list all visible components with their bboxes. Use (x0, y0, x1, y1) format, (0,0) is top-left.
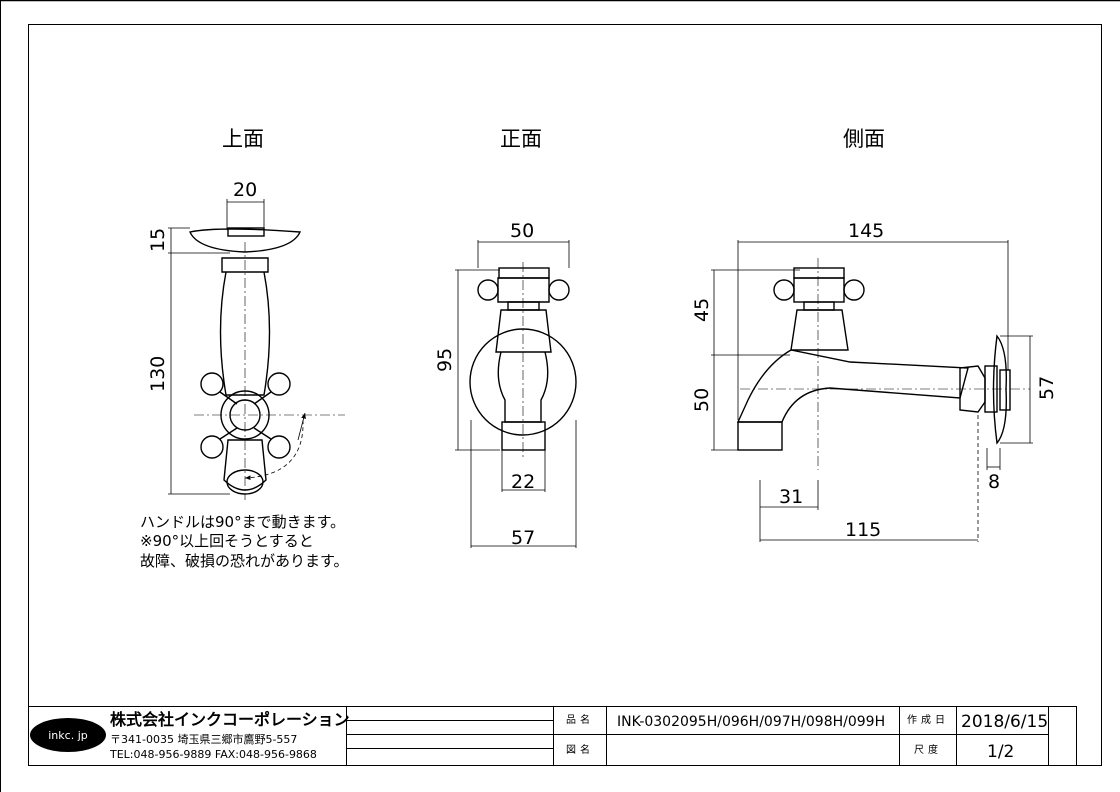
dim-top-length: 130 (147, 356, 169, 392)
dim-side-thread: 8 (988, 471, 1000, 493)
dim-top-flange: 15 (147, 228, 169, 252)
front-view (455, 240, 577, 548)
dim-side-handle-height: 45 (691, 298, 713, 322)
dim-side-tip: 31 (779, 486, 803, 508)
dim-side-length: 145 (848, 220, 884, 242)
dim-side-reach: 115 (845, 519, 881, 541)
dim-front-plate: 57 (511, 527, 535, 549)
logo-text: inkc. jp (48, 729, 87, 742)
company-name: 株式会社インクコーポレーション (110, 710, 350, 729)
title-block (28, 706, 1077, 765)
drawing-name-label: 図名 (566, 743, 594, 756)
dim-front-spout: 22 (511, 471, 535, 493)
note-line-1: ハンドルは90°まで動きます。 (140, 513, 345, 531)
product-name-label: 品名 (566, 713, 594, 726)
dim-front-width: 50 (510, 220, 534, 242)
side-view (711, 240, 1033, 542)
logo-badge (30, 718, 106, 752)
title-front-view: 正面 (500, 127, 542, 151)
note-line-2: ※90°以上回そうとすると (140, 532, 314, 550)
date-value: 2018/6/15 (961, 712, 1048, 732)
date-label: 作成日 (907, 714, 949, 726)
dim-front-height: 95 (434, 348, 456, 372)
dim-side-plate: 57 (1036, 376, 1058, 400)
title-side-view: 側面 (843, 127, 885, 151)
product-name-value: INK-0302095H/096H/097H/098H/099H (617, 714, 885, 730)
dim-top-width: 20 (233, 179, 257, 201)
scale-label: 尺度 (914, 743, 942, 756)
scale-value: 1/2 (987, 742, 1014, 762)
company-contact: TEL:048-956-9889 FAX:048-956-9868 (109, 748, 317, 761)
top-view (168, 199, 345, 500)
note-line-3: 故障、破損の恐れがあります。 (140, 552, 349, 570)
title-top-view: 上面 (222, 127, 264, 151)
company-address: 〒341-0035 埼玉県三郷市鷹野5-557 (110, 732, 297, 746)
dim-side-spout-height: 50 (691, 388, 713, 412)
